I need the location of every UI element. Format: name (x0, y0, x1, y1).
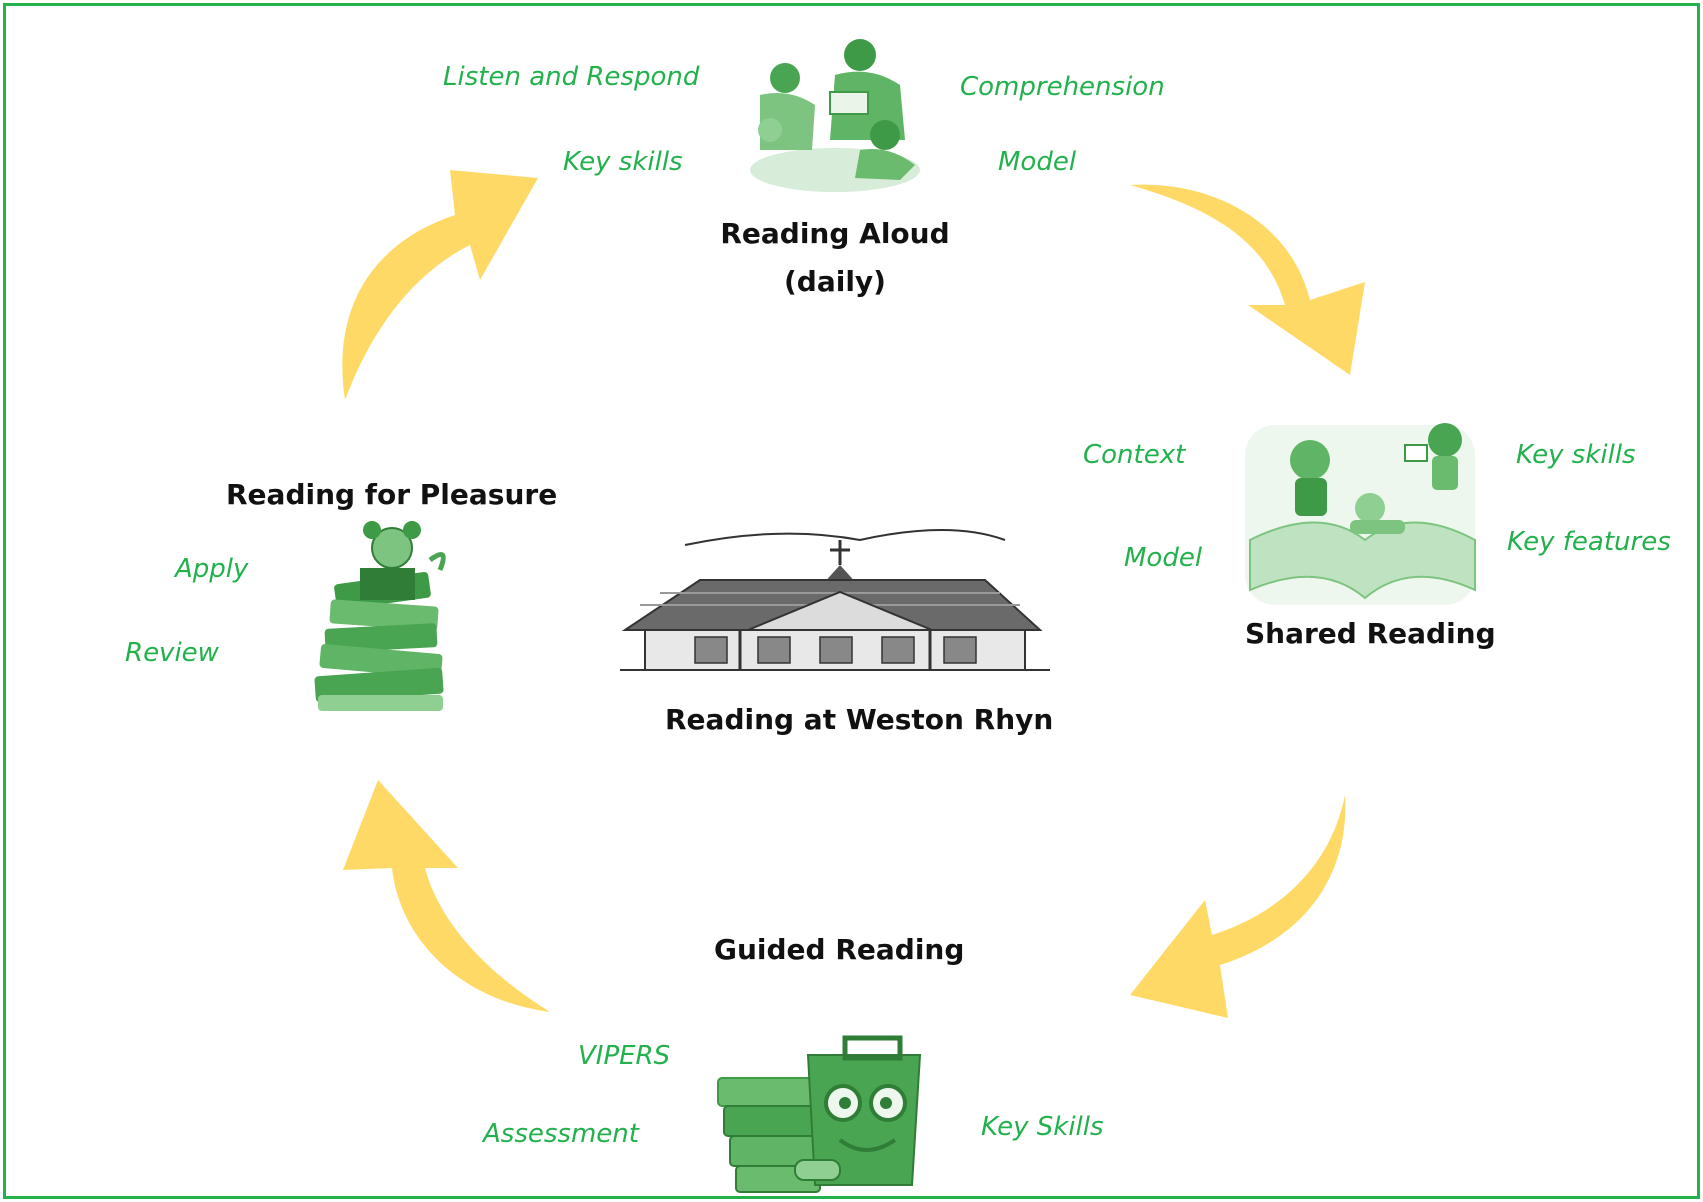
reading-aloud-title: Reading Aloud (720, 217, 950, 250)
children-reading-icon (750, 39, 920, 192)
tag-key-skills-shared: Key skills (1516, 440, 1636, 470)
arrow-shared-to-guided (1130, 795, 1346, 1018)
girl-on-book-stack-icon (314, 521, 446, 711)
reading-for-pleasure-title: Reading for Pleasure (226, 478, 558, 511)
center-title: Reading at Weston Rhyn (665, 703, 1054, 736)
guided-reading-title: Guided Reading (714, 933, 965, 966)
tag-assessment: Assessment (483, 1119, 639, 1149)
tag-key-skills-aloud: Key skills (563, 147, 683, 177)
tag-apply: Apply (175, 554, 249, 584)
tag-listen-and-respond: Listen and Respond (443, 62, 700, 92)
tag-model-shared: Model (1124, 543, 1203, 573)
books-toolbox-icon (717, 1035, 922, 1193)
kids-on-open-book-icon (1245, 423, 1476, 605)
tag-vipers: VIPERS (578, 1041, 671, 1071)
arrow-pleasure-to-aloud (342, 170, 538, 400)
shared-reading-title: Shared Reading (1245, 617, 1496, 650)
arrow-guided-to-pleasure (343, 780, 550, 1012)
tag-key-skills-guided: Key Skills (981, 1112, 1104, 1142)
green-border-frame (3, 3, 1700, 1199)
tag-context: Context (1083, 440, 1186, 470)
tag-key-features: Key features (1507, 527, 1671, 557)
tag-comprehension: Comprehension (960, 72, 1165, 102)
tag-model-aloud: Model (998, 147, 1077, 177)
reading-aloud-subtitle: (daily) (784, 265, 886, 298)
arrow-aloud-to-shared (1130, 184, 1365, 375)
tag-review: Review (125, 638, 219, 668)
school-building-icon (620, 529, 1050, 671)
